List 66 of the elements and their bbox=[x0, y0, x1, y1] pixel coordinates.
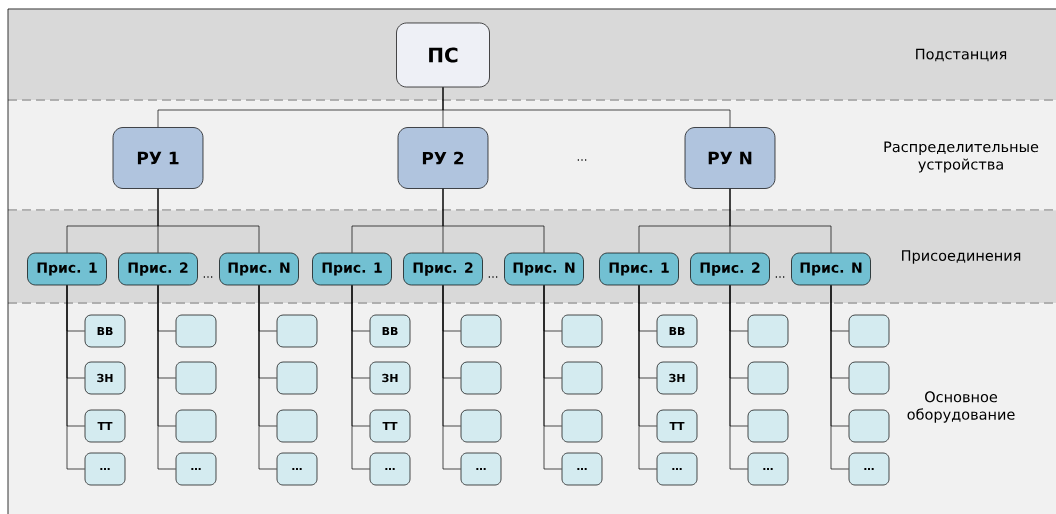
switchgear-box: РУ 2 bbox=[397, 127, 489, 189]
bay-box: Прис. N bbox=[219, 252, 299, 286]
equipment-box: … bbox=[369, 452, 411, 486]
bay-box: Прис. N bbox=[791, 252, 871, 286]
equipment-box: ТТ bbox=[656, 409, 698, 443]
equipment-box: ТТ bbox=[369, 409, 411, 443]
equipment-box: ЗН bbox=[369, 361, 411, 395]
equipment-box bbox=[747, 409, 789, 443]
equipment-box bbox=[276, 409, 318, 443]
equipment-box bbox=[460, 361, 502, 395]
connector-line bbox=[638, 285, 657, 470]
equipment-box: ВВ bbox=[369, 314, 411, 348]
connector-line bbox=[157, 188, 260, 253]
equipment-box bbox=[848, 314, 890, 348]
substation-box: ПС bbox=[396, 22, 490, 88]
equipment-box bbox=[747, 361, 789, 395]
ellipsis: … bbox=[203, 276, 213, 278]
equipment-box bbox=[747, 314, 789, 348]
bay-box: Прис. 2 bbox=[403, 252, 483, 286]
equipment-box bbox=[561, 314, 603, 348]
bay-box: Прис. 2 bbox=[118, 252, 198, 286]
bay-box: Прис. 1 bbox=[27, 252, 107, 286]
ellipsis: … bbox=[488, 276, 498, 278]
equipment-box: … bbox=[656, 452, 698, 486]
equipment-box bbox=[848, 361, 890, 395]
connector-line bbox=[830, 285, 849, 470]
connector-line bbox=[729, 285, 748, 470]
connector-line bbox=[442, 87, 731, 128]
connector-line bbox=[442, 188, 545, 253]
equipment-box bbox=[460, 409, 502, 443]
switchgear-box: РУ 1 bbox=[112, 127, 204, 189]
switchgear-box: РУ N bbox=[684, 127, 776, 189]
equipment-box bbox=[561, 361, 603, 395]
equipment-box bbox=[561, 409, 603, 443]
equipment-box: ЗН bbox=[656, 361, 698, 395]
connector-line bbox=[258, 285, 277, 470]
connector-line bbox=[729, 188, 832, 253]
equipment-box bbox=[175, 361, 217, 395]
equipment-box bbox=[848, 409, 890, 443]
equipment-box: … bbox=[84, 452, 126, 486]
bay-box: Прис. 1 bbox=[599, 252, 679, 286]
equipment-box: ТТ bbox=[84, 409, 126, 443]
bay-box: Прис. 1 bbox=[312, 252, 392, 286]
connector-line bbox=[442, 285, 461, 470]
equipment-box bbox=[460, 314, 502, 348]
equipment-box: … bbox=[175, 452, 217, 486]
connector-line bbox=[543, 285, 562, 470]
equipment-box: … bbox=[276, 452, 318, 486]
equipment-box bbox=[175, 314, 217, 348]
equipment-box: ВВ bbox=[84, 314, 126, 348]
equipment-box bbox=[276, 314, 318, 348]
bay-box: Прис. 2 bbox=[690, 252, 770, 286]
equipment-box: … bbox=[848, 452, 890, 486]
equipment-box: … bbox=[747, 452, 789, 486]
ellipsis: … bbox=[775, 276, 785, 278]
connector-line bbox=[351, 285, 370, 470]
connector-line bbox=[157, 285, 176, 470]
equipment-box: … bbox=[460, 452, 502, 486]
equipment-box: … bbox=[561, 452, 603, 486]
equipment-box bbox=[276, 361, 318, 395]
equipment-box bbox=[175, 409, 217, 443]
ellipsis: … bbox=[577, 159, 587, 161]
bay-box: Прис. N bbox=[504, 252, 584, 286]
connector-line bbox=[66, 285, 85, 470]
equipment-box: ЗН bbox=[84, 361, 126, 395]
equipment-box: ВВ bbox=[656, 314, 698, 348]
